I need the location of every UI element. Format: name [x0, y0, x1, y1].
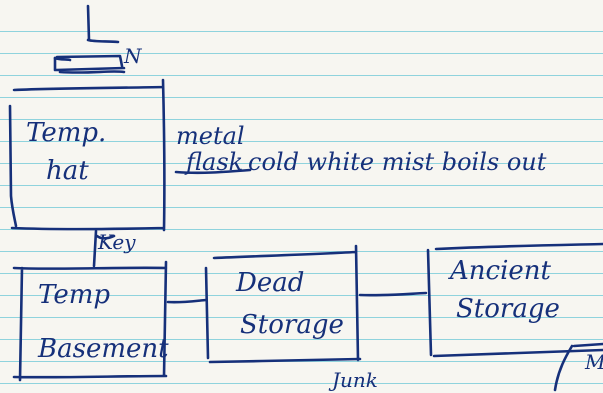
connector-label: Key: [98, 230, 136, 254]
edge-fragment-label: M: [585, 352, 603, 372]
bottom-label: Junk: [332, 368, 378, 392]
ancient-storage-line1: Ancient: [450, 256, 551, 286]
dead-storage-line1: Dead: [236, 268, 305, 298]
temp-hat-line2: hat: [46, 156, 89, 186]
flask-note-line1: metal: [176, 122, 245, 150]
dead-ancient-connector: [358, 291, 428, 297]
temp-basement-box: [12, 260, 168, 382]
flask-underline: [174, 168, 252, 175]
flask-note-line3: cold white mist boils out: [248, 148, 547, 176]
flask-note-line2: flask: [186, 148, 244, 176]
antenna-mast: [53, 4, 126, 74]
edge-fragment-box: [553, 342, 603, 392]
temp-basement-line2: Basement: [38, 334, 169, 364]
ancient-storage-line2: Storage: [456, 294, 560, 324]
north-marker-bar: [53, 38, 120, 62]
north-marker-label: N: [124, 44, 142, 68]
dead-storage-box: [204, 244, 362, 364]
basement-dead-connector: [166, 298, 208, 304]
temp-hat-box: [8, 78, 166, 232]
ancient-storage-box: [426, 242, 603, 358]
dead-storage-line2: Storage: [240, 310, 344, 340]
hat-basement-connector: [92, 229, 116, 268]
temp-hat-line1: Temp.: [26, 118, 107, 148]
temp-basement-line1: Temp: [38, 280, 111, 310]
